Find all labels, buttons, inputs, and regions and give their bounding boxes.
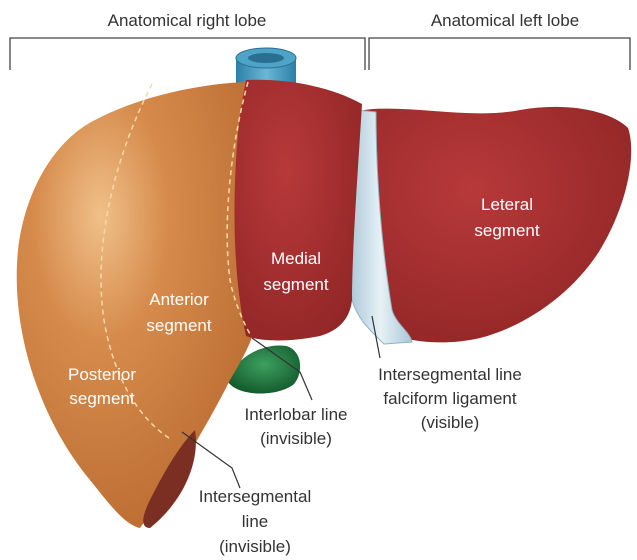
left-lobe-bracket	[369, 38, 630, 70]
right-lobe-header: Anatomical right lobe	[108, 11, 267, 30]
posterior-segment-label-line2: segment	[69, 389, 134, 408]
intersegmental-line-label-line1: Intersegmental	[199, 487, 311, 506]
lateral-segment-label-line2: segment	[474, 221, 539, 240]
falciform-label-line2: falciform ligament	[383, 389, 516, 408]
medial-segment-label-line1: Medial	[271, 249, 321, 268]
intersegmental-line-label-line2: line	[242, 512, 268, 531]
right-lobe-shape	[17, 82, 256, 528]
left-lobe-header: Anatomical left lobe	[431, 11, 579, 30]
falciform-label-line3: (visible)	[421, 413, 480, 432]
lateral-segment-label-line1: Leteral	[481, 195, 533, 214]
interlobar-line-label-line2: (invisible)	[260, 429, 332, 448]
interlobar-line-label-line1: Interlobar line	[244, 405, 347, 424]
medial-segment-label-line2: segment	[263, 275, 328, 294]
anterior-segment-label-line2: segment	[146, 316, 211, 335]
intersegmental-line-label-line3: (invisible)	[219, 537, 291, 556]
posterior-segment-label-line1: Posterior	[68, 365, 136, 384]
falciform-label-line1: Intersegmental line	[378, 365, 522, 384]
right-lobe-bracket	[10, 38, 365, 70]
anterior-segment-label-line1: Anterior	[149, 290, 209, 309]
medial-segment-shape	[234, 80, 362, 341]
